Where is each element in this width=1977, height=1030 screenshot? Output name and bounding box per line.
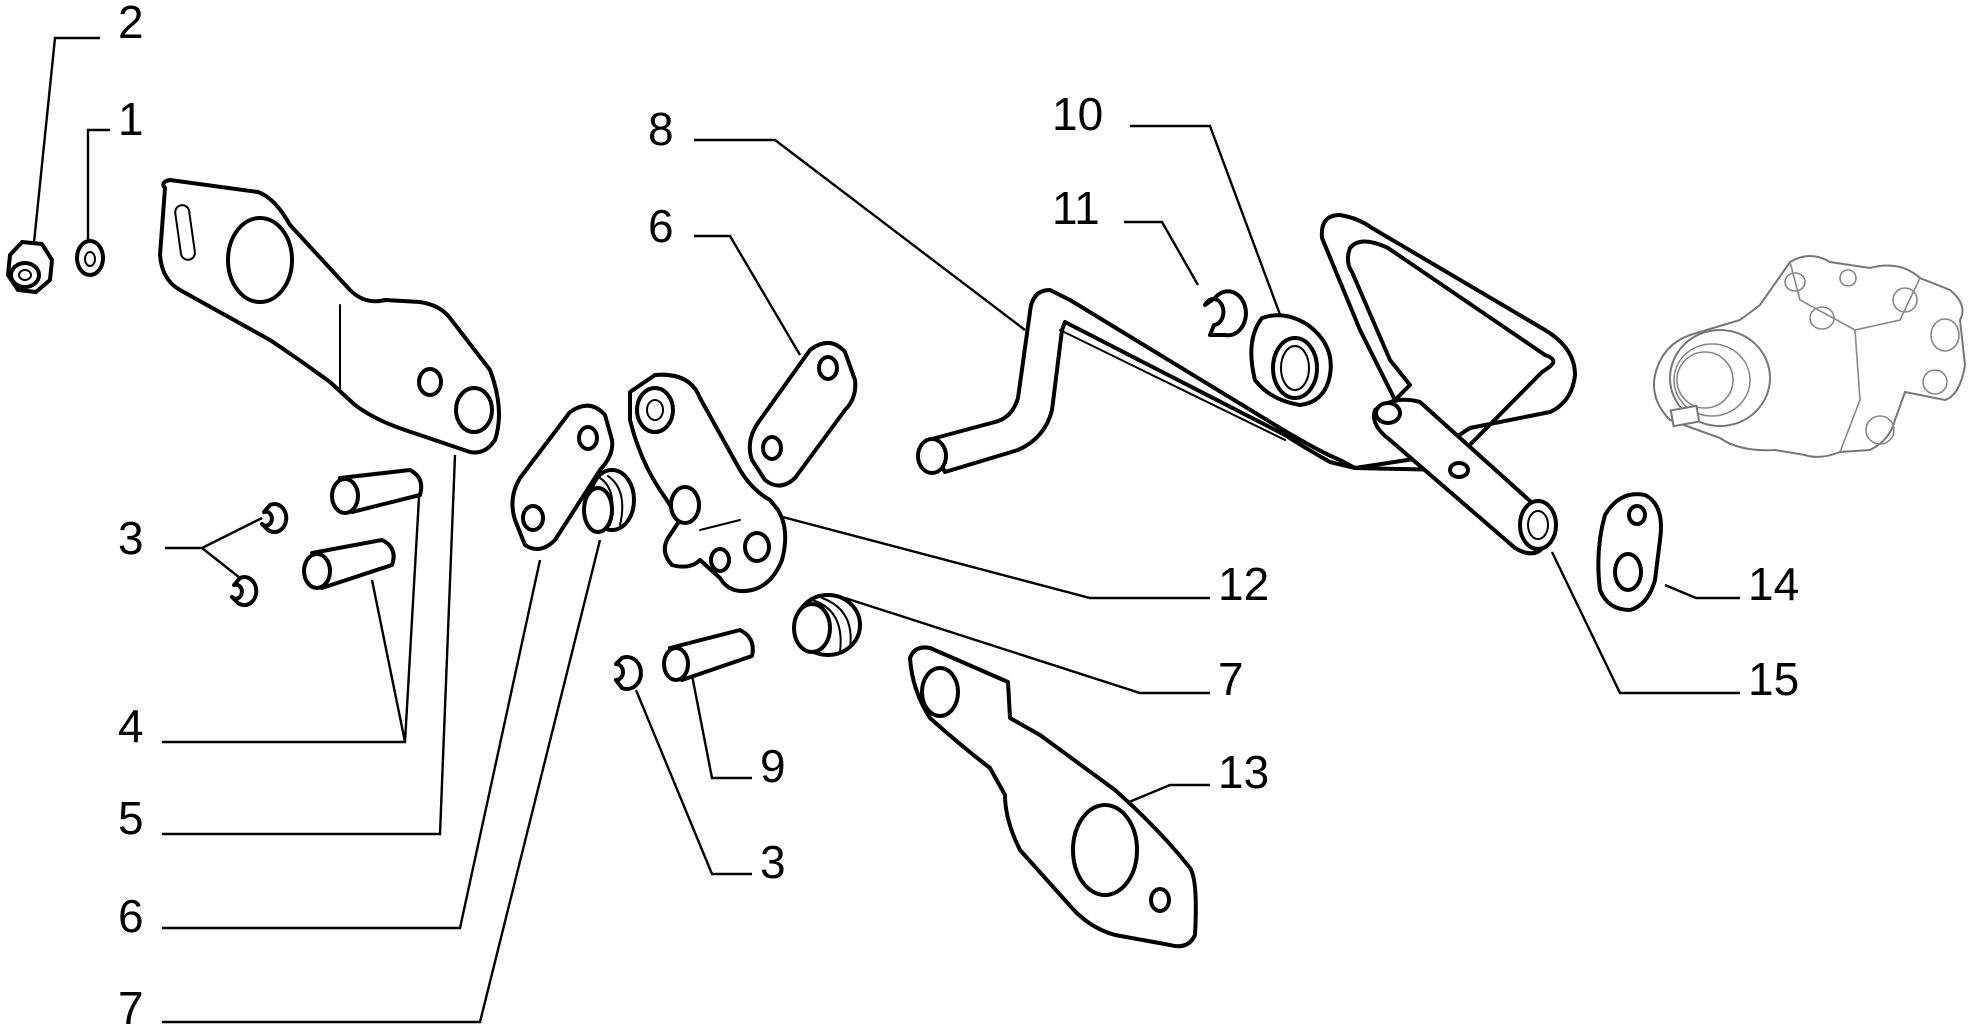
leader-4-b <box>370 579 407 743</box>
flange-plate-part <box>1596 492 1663 612</box>
leader-2 <box>30 36 100 263</box>
pin-upper <box>330 468 424 515</box>
callout-3: 3 <box>118 512 144 564</box>
callout-6-upper: 6 <box>648 200 674 252</box>
link-plate-left <box>510 403 615 551</box>
leader-7a <box>162 539 602 1024</box>
leader-3a-upper <box>165 516 263 550</box>
callout-14: 14 <box>1748 558 1799 610</box>
callout-4: 4 <box>118 700 144 752</box>
snap-ring-center <box>614 655 643 691</box>
leader-4-a <box>162 479 422 744</box>
bell-crank-part <box>628 372 788 594</box>
shift-rod-part <box>916 213 1577 475</box>
gearbox-housing-illustration <box>1653 255 1967 458</box>
leader-3a-lower <box>201 547 241 579</box>
callout-8: 8 <box>648 103 674 155</box>
callout-7-right: 7 <box>1218 653 1244 705</box>
link-plate-upper <box>747 341 858 488</box>
hex-nut-part <box>6 240 54 294</box>
leader-1 <box>86 128 110 240</box>
bushing-left <box>582 468 636 534</box>
callout-7: 7 <box>118 982 144 1030</box>
leader-5 <box>162 454 457 836</box>
shaft-part <box>1372 397 1558 556</box>
circlip-part <box>1203 289 1248 338</box>
leader-lines <box>30 36 1740 1024</box>
leader-9 <box>688 664 752 780</box>
callout-9: 9 <box>760 740 786 792</box>
callout-6: 6 <box>118 890 144 942</box>
leader-6a <box>162 559 542 930</box>
lever-plate-upper <box>158 178 501 455</box>
leader-3b <box>634 689 752 876</box>
leader-12 <box>774 513 1210 600</box>
callout-2: 2 <box>118 0 144 48</box>
pin-center <box>662 628 755 682</box>
leader-6b <box>694 234 802 356</box>
snap-ring-lower <box>230 575 259 608</box>
callout-3-lower: 3 <box>760 836 786 888</box>
callout-labels: 2 1 3 4 5 6 7 8 6 10 11 12 7 9 3 13 14 1… <box>118 0 1799 1030</box>
leader-11 <box>1124 220 1200 286</box>
pin-lower <box>302 538 396 590</box>
callout-13: 13 <box>1218 746 1269 798</box>
bushing-right <box>792 593 862 657</box>
washer-part <box>75 239 105 277</box>
lever-plate-lower <box>908 645 1198 949</box>
leader-14 <box>1664 583 1740 600</box>
leader-15 <box>1550 551 1740 695</box>
sleeve-part <box>1249 313 1333 407</box>
callout-12: 12 <box>1218 558 1269 610</box>
callout-1: 1 <box>118 93 144 145</box>
leader-7b <box>844 596 1210 695</box>
callout-11: 11 <box>1052 182 1100 234</box>
leader-10 <box>1130 124 1284 321</box>
callout-5: 5 <box>118 792 144 844</box>
snap-ring-upper <box>260 502 289 535</box>
callout-10: 10 <box>1052 88 1103 140</box>
leader-8 <box>694 138 1026 331</box>
callout-15: 15 <box>1748 653 1799 705</box>
leader-13 <box>1121 783 1210 807</box>
